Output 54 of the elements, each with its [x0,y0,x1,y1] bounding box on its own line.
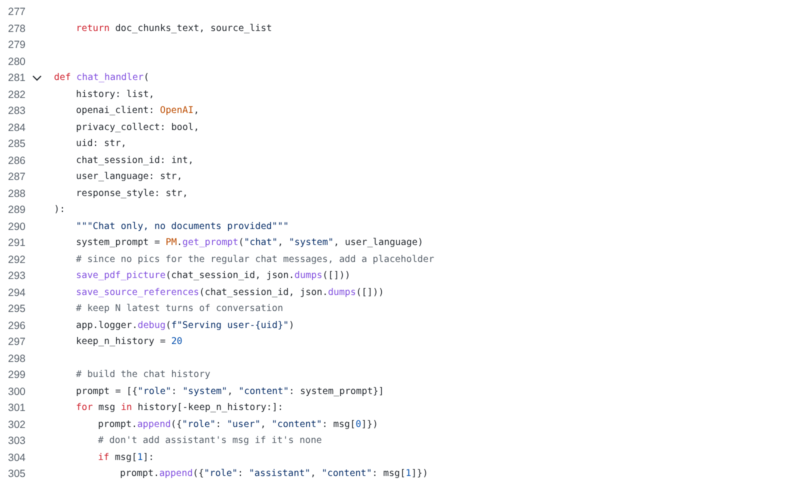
code-line: ): [54,203,66,217]
line-number: 302 [8,418,26,432]
code-line: uid: str, [76,137,126,151]
line-number: 293 [8,269,26,283]
code-line: # build the chat history [76,368,210,382]
line-number: 282 [8,88,26,102]
code-line: keep_n_history = 20 [76,335,182,349]
line-number: 295 [8,302,26,316]
line-number: 298 [8,352,26,366]
code-line: for msg in history[-keep_n_history:]: [76,401,284,415]
line-number: 301 [8,401,26,415]
line-number: 279 [8,38,26,52]
line-number: 278 [8,22,26,36]
line-number: 296 [8,318,26,332]
code-line: # keep N latest turns of conversation [76,302,284,316]
code-line: # since no pics for the regular chat messages, add a placeholder [76,252,434,266]
code-line: history: list, [76,88,154,102]
line-number: 299 [8,368,26,382]
line-number: 288 [8,186,26,200]
code-line: prompt.append({"role": "assistant", "content": msg[1]}) [120,467,428,480]
line-number: 297 [8,335,26,349]
code-line: prompt = [{"role": "system", "content": system_prompt}] [76,384,384,398]
line-number: 305 [8,467,26,480]
line-number: 291 [8,236,26,250]
code-line: # don't add assistant's msg if it's none [98,434,322,448]
line-number: 294 [8,286,26,300]
code-line: prompt.append({"role": "user", "content": msg[0]}) [98,418,378,432]
code-line: return doc_chunks_text, source_list [76,22,272,36]
line-number: 304 [8,450,26,464]
code-line: privacy_collect: bool, [76,120,200,134]
code-line: system_prompt = PM.get_prompt("chat", "system", user_language) [76,236,424,250]
code-line: chat_session_id: int, [76,154,194,168]
line-number: 300 [8,384,26,398]
line-number: 285 [8,137,26,151]
line-number: 303 [8,434,26,448]
line-number: 287 [8,170,26,184]
code-line: save_pdf_picture(chat_session_id, json.dumps([])) [76,269,350,283]
line-number: 292 [8,252,26,266]
code-line: if msg[1]: [98,450,154,464]
line-number: 280 [8,54,26,68]
code-line: """Chat only, no documents provided""" [76,220,289,234]
line-number: 286 [8,154,26,168]
code-line: openai_client: OpenAI, [76,104,200,118]
line-number: 277 [8,5,26,19]
code-line: app.logger.debug(f"Serving user-{uid}") [76,318,294,332]
line-number: 281 [8,71,26,85]
code-line: def chat_handler( [54,71,150,85]
code-line: response_style: str, [76,186,188,200]
line-number: 283 [8,104,26,118]
code-line: user_language: str, [76,170,182,184]
line-number: 289 [8,203,26,217]
line-number: 290 [8,220,26,234]
line-number: 284 [8,120,26,134]
code-line: save_source_references(chat_session_id, json.dumps([])) [76,286,384,300]
